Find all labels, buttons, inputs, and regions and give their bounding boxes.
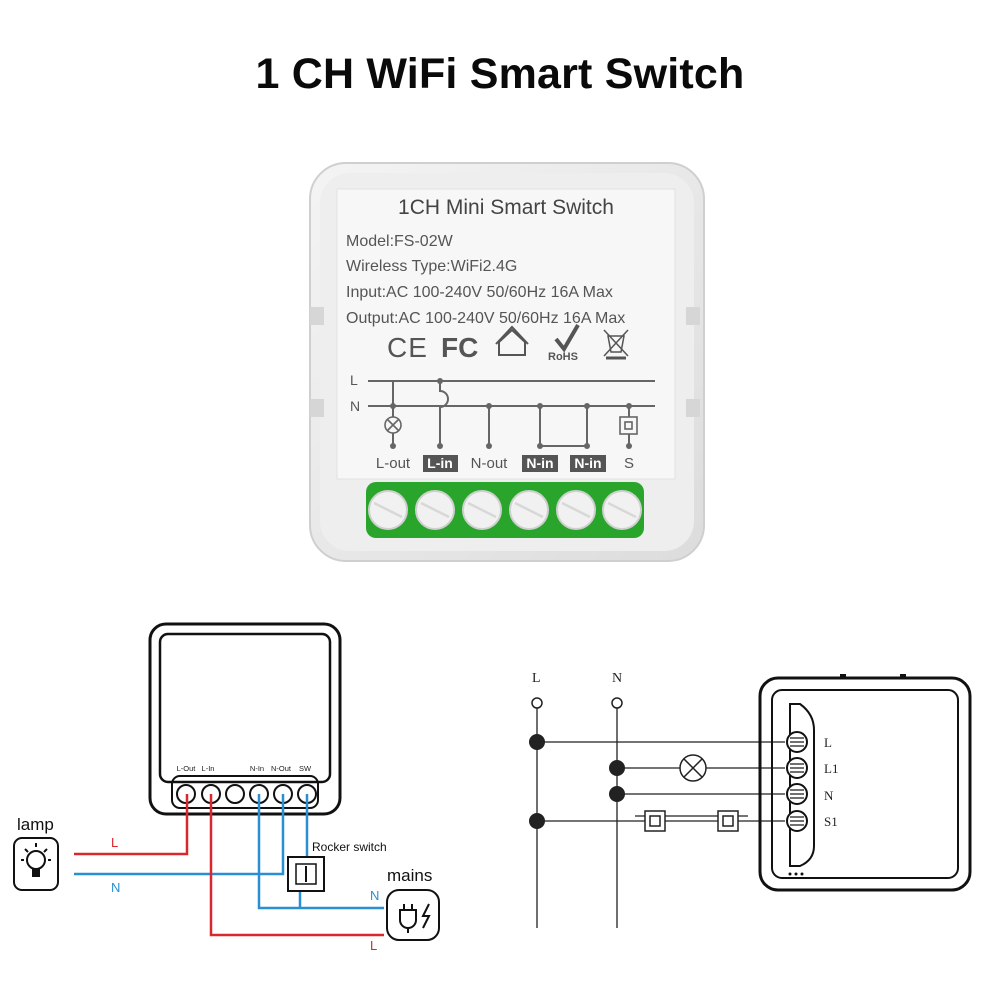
lamp-label: lamp	[17, 815, 54, 834]
module-terminal-n-out: N-Out	[271, 764, 292, 773]
label-bus-l: L	[350, 372, 358, 388]
terminal-label-l-out: L-out	[376, 455, 411, 472]
spec-output: Output:AC 100-240V 50/60Hz 16A Max	[346, 310, 625, 327]
device-label-title: 1CH Mini Smart Switch	[398, 196, 614, 219]
module-terminal-l-in: L-In	[202, 764, 215, 773]
right-terminal-l1: L1	[824, 761, 838, 776]
bus-label-n: N	[612, 671, 622, 686]
rohs-icon: RoHS	[548, 323, 580, 363]
spec-input: Input:AC 100-240V 50/60Hz 16A Max	[346, 284, 613, 301]
wire-label-n-mains: N	[370, 888, 379, 903]
switch-symbols	[644, 810, 739, 832]
wire-label-l-mains: L	[370, 938, 377, 953]
svg-text:RoHS: RoHS	[548, 351, 578, 363]
module-terminal-sw: SW	[299, 764, 312, 773]
right-terminal-n: N	[824, 788, 834, 803]
terminal-label-n-in-1: N-in	[526, 455, 553, 471]
wire-n-lamp	[74, 794, 285, 876]
label-switch-icon	[619, 416, 638, 435]
spec-model: Model:FS-02W	[346, 233, 454, 250]
module-outline	[148, 622, 342, 816]
wiring-diagram-left: L-Out L-In N-In N-Out SW lamp L N Rocker…	[13, 622, 440, 953]
wire-label-n-lamp: N	[111, 880, 120, 895]
label-bus-n: N	[350, 398, 360, 414]
wire-l-lamp	[74, 794, 189, 856]
ce-mark: CE	[387, 332, 428, 363]
wiring-diagram-right: L N L L1 N S1	[529, 671, 972, 928]
rocker-switch-label: Rocker switch	[312, 840, 387, 854]
module-terminal-n-in: N-In	[250, 764, 264, 773]
terminal-label-s: S	[624, 455, 634, 472]
lamp-icon	[13, 837, 59, 891]
house-icon	[495, 325, 529, 356]
right-terminal-l: L	[824, 735, 832, 750]
bus-label-l: L	[532, 671, 541, 686]
fcc-mark: FC	[441, 332, 478, 363]
mains-label: mains	[387, 866, 432, 885]
mains-plug-icon	[386, 889, 440, 941]
wire-l-mains	[209, 794, 384, 937]
wire-label-l-lamp: L	[111, 835, 118, 850]
module-terminal-l-out: L-Out	[177, 764, 197, 773]
right-terminal-s1: S1	[824, 814, 838, 829]
lamp-symbol	[679, 754, 707, 782]
rocker-switch-icon	[287, 856, 325, 892]
terminal-label-n-in-2: N-in	[574, 455, 601, 471]
right-module-outline	[758, 676, 972, 892]
page-title: 1 CH WiFi Smart Switch	[255, 50, 745, 98]
label-lamp-icon	[384, 416, 402, 434]
terminal-label-l-in: L-in	[427, 455, 453, 471]
weee-bin-icon	[603, 329, 629, 360]
module-screws	[176, 784, 317, 804]
spec-wireless: Wireless Type:WiFi2.4G	[346, 258, 517, 275]
device-illustration: 1CH Mini Smart Switch Model:FS-02W Wirel…	[309, 162, 705, 562]
terminal-label-n-out: N-out	[471, 455, 509, 472]
wire-n-mains	[257, 794, 384, 910]
